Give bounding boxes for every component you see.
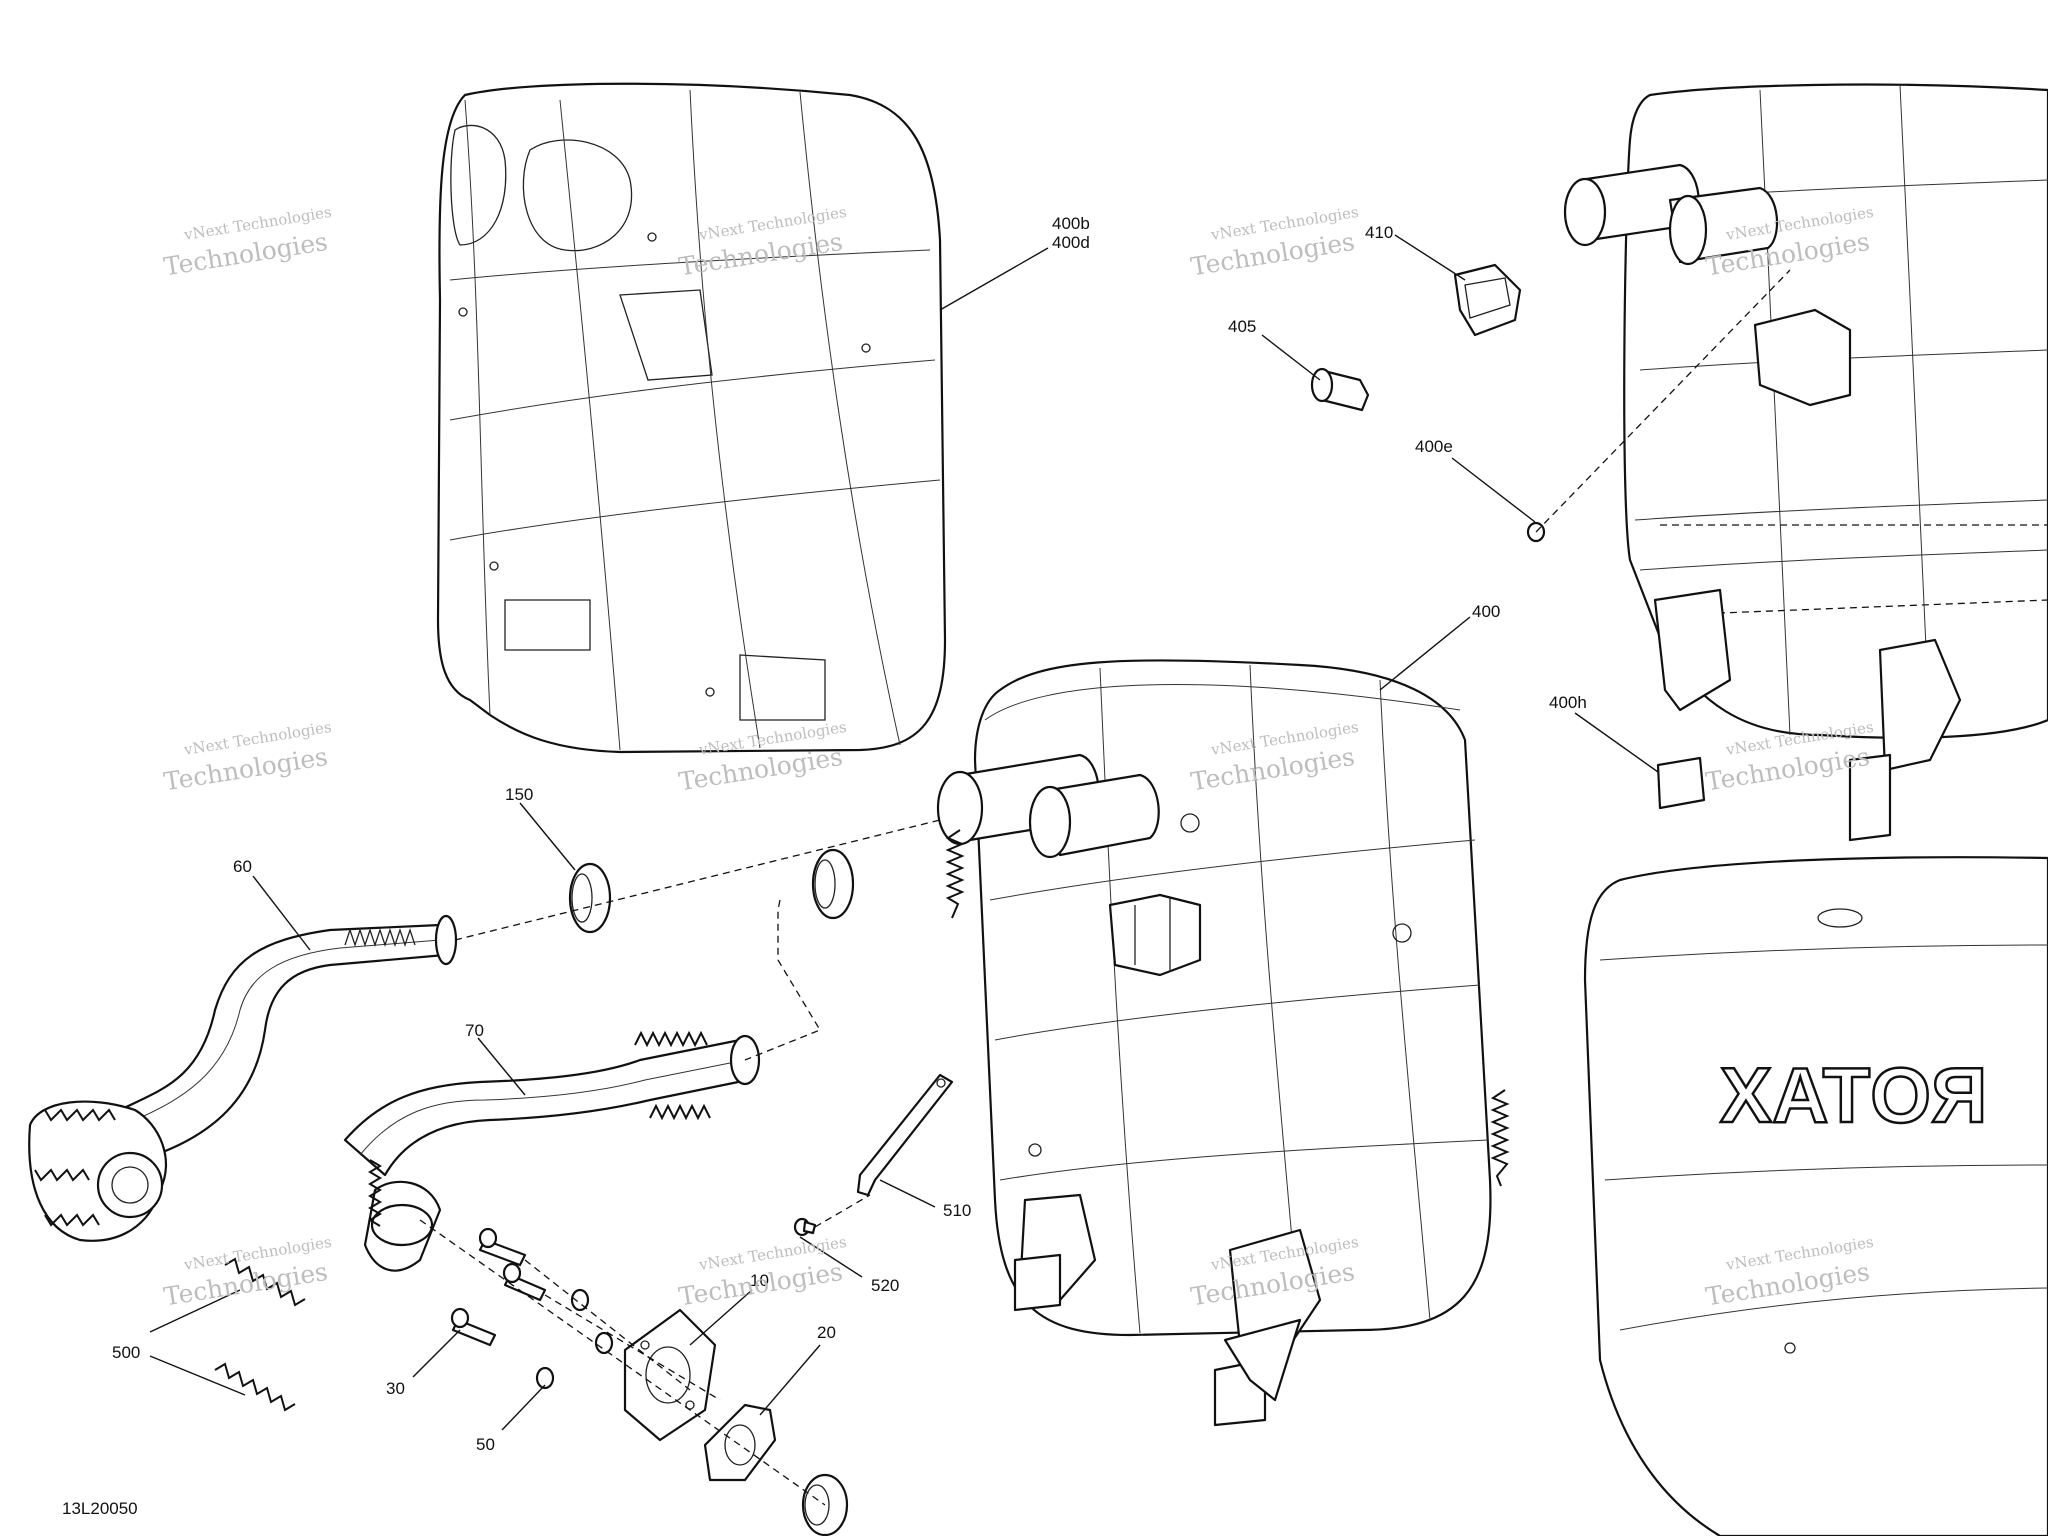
callout-70: 70	[465, 1021, 484, 1040]
callout-30: 30	[386, 1379, 405, 1398]
spring-muffler-right	[1490, 1089, 1510, 1187]
callout-410: 410	[1365, 223, 1393, 242]
callout-20: 20	[817, 1323, 836, 1342]
callout-150: 150	[505, 785, 533, 804]
callout-10: 10	[750, 1271, 769, 1290]
bracket-510	[856, 1073, 954, 1197]
leader-lines	[149, 234, 1659, 1431]
clip-410	[1453, 263, 1522, 337]
callout-520: 520	[871, 1276, 899, 1295]
callout-510: 510	[943, 1201, 971, 1220]
muffler-cover-rotax: ROTAX	[1583, 856, 2048, 1536]
rotax-embossed-text: ROTAX	[1720, 1051, 1987, 1139]
spring-500-lower	[214, 1362, 296, 1412]
callout-400d: 400d	[1052, 233, 1090, 252]
washers-50	[535, 1288, 614, 1390]
gasket-20	[703, 1403, 777, 1482]
heat-shield-400b	[436, 82, 947, 754]
screw-520	[793, 1217, 817, 1237]
callout-400e: 400e	[1415, 437, 1453, 456]
exhaust-pipe-60	[28, 914, 458, 1242]
callout-60: 60	[233, 857, 252, 876]
drawing-number: 13L20050	[62, 1499, 138, 1518]
bolts-30	[450, 1227, 547, 1347]
callout-50: 50	[476, 1435, 495, 1454]
muffler-400	[936, 659, 1492, 1427]
callout-400: 400	[1472, 602, 1500, 621]
spring-muffler-left	[945, 829, 965, 919]
muffler-rear-view	[1563, 83, 2048, 842]
pad-400h	[1656, 756, 1706, 810]
callout-405: 405	[1228, 317, 1256, 336]
exhaust-pipe-70	[343, 1030, 761, 1272]
grommet-405	[1310, 367, 1370, 412]
spring-500-upper	[224, 1257, 306, 1307]
callout-500: 500	[112, 1343, 140, 1362]
callout-400b: 400b	[1052, 214, 1090, 233]
callout-400h: 400h	[1549, 693, 1587, 712]
ring-150	[568, 848, 855, 1536]
